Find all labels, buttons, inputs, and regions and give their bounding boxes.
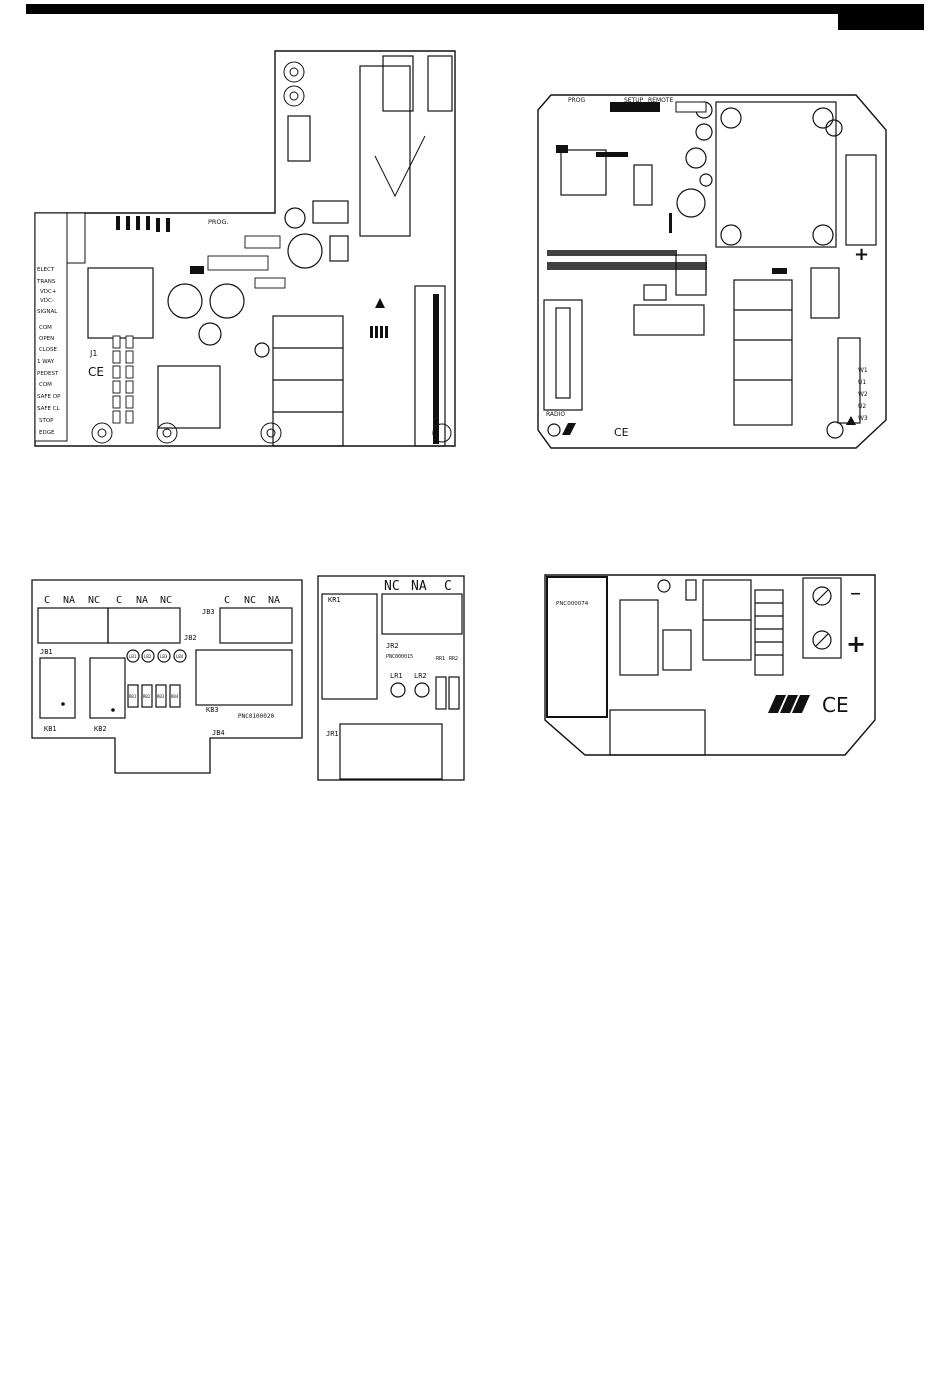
terminal-label: 1 WAY [37,359,55,365]
plus-sign: + [846,630,866,658]
led-label: LB2 [144,654,152,659]
board-outline [317,575,465,781]
board-code: PNC0100020 [238,713,275,720]
led-label: LR2 [414,672,427,680]
led-label: LB1 [129,654,137,659]
resistor-label: RR2 [449,656,458,662]
minus-sign: – [850,581,861,606]
board-outline [544,574,876,756]
control-board-2-diagram: PROG SETUP REMOTE + CE W1 U1 W2 U2 W3 RA… [537,94,887,449]
resistor-label: RB2 [143,694,151,699]
prog-label: PROG. [208,218,229,226]
terminal-label: C [224,595,230,606]
resistor-label: RR1 [436,656,445,662]
connector-label: J1 [89,349,97,358]
board-label: RADIO [546,411,565,418]
board-label: REMOTE [648,97,674,104]
terminal-label: NC [244,595,256,606]
resistor-label: RB1 [129,694,137,699]
led-label: LR1 [390,672,403,680]
ce-mark: CE [614,426,629,439]
terminal-label: OPEN [39,336,54,342]
resistor-label: RB3 [157,694,165,699]
board-label: W1 [858,367,868,374]
terminal-label: COM [39,325,52,331]
board-outline [31,579,303,774]
connector-label: JB1 [40,648,53,656]
connector-label: JB2 [184,634,197,642]
board-label: W3 [858,415,868,422]
terminal-label: C [116,595,122,606]
page-tab-marker [838,14,924,30]
terminal-label: SAFE CL [37,406,61,412]
terminal-label: SAFE OP [37,394,61,400]
board-label: SETUP [624,97,644,104]
board-label: U2 [858,403,866,410]
relay-board-diagram: C NA NC C NA NC C NC NA JB1 JB2 JB3 JB4 … [31,579,303,774]
plus-sign: + [854,244,869,265]
header-rule [26,4,924,14]
terminal-label: C [444,579,452,594]
board-label: PROG [568,97,586,104]
radio-relay-board-diagram: NC NA C KR1 JR2 PNC000015 JR1 LR1 LR2 RR… [317,575,465,781]
terminal-label: VDC+ [40,289,57,295]
ce-mark: CE [822,693,849,717]
terminal-label: NA [63,595,75,606]
connector-label: JR2 [386,642,399,650]
board-outline [34,50,456,447]
terminal-label: NA [268,595,280,606]
terminal-label: SIGNAL [37,309,58,315]
board-outline [537,94,887,449]
terminal-label: NA [411,579,427,594]
connector-label: JR1 [326,730,339,738]
terminal-label: COM [39,382,52,388]
board-code: PNC000015 [386,654,413,660]
terminal-label: EDGE [39,430,55,436]
connector-label: JB3 [202,608,215,616]
board-label: U1 [858,379,866,386]
resistor-label: RB4 [171,694,179,699]
board-label: W2 [858,391,868,398]
relay-label: KB2 [94,725,107,733]
board-code: PNC000074 [556,601,589,607]
terminal-label: TRANS [36,279,56,285]
connector-label: JB4 [212,729,225,737]
terminal-label: NC [88,595,100,606]
led-label: LB3 [160,654,168,659]
terminal-label: C [44,595,50,606]
relay-label: KR1 [328,596,341,604]
relay-label: KB3 [206,706,219,714]
led-label: LB4 [176,654,184,659]
terminal-label: NC [384,579,400,594]
terminal-label: NA [136,595,148,606]
terminal-label: VDC- [40,298,54,304]
control-board-diagram: ELECT TRANS VDC+ VDC- SIGNAL COM OPEN CL… [34,50,456,447]
terminal-label: PEDEST [37,371,59,377]
terminal-label: NC [160,595,172,606]
ce-mark: CE [88,365,104,379]
terminal-label: ELECT [37,267,55,273]
relay-label: KB1 [44,725,57,733]
terminal-label: STOP [39,418,54,424]
terminal-label: CLOSE [39,347,58,353]
charger-board-diagram: PNC000074 – + CE [544,574,876,756]
